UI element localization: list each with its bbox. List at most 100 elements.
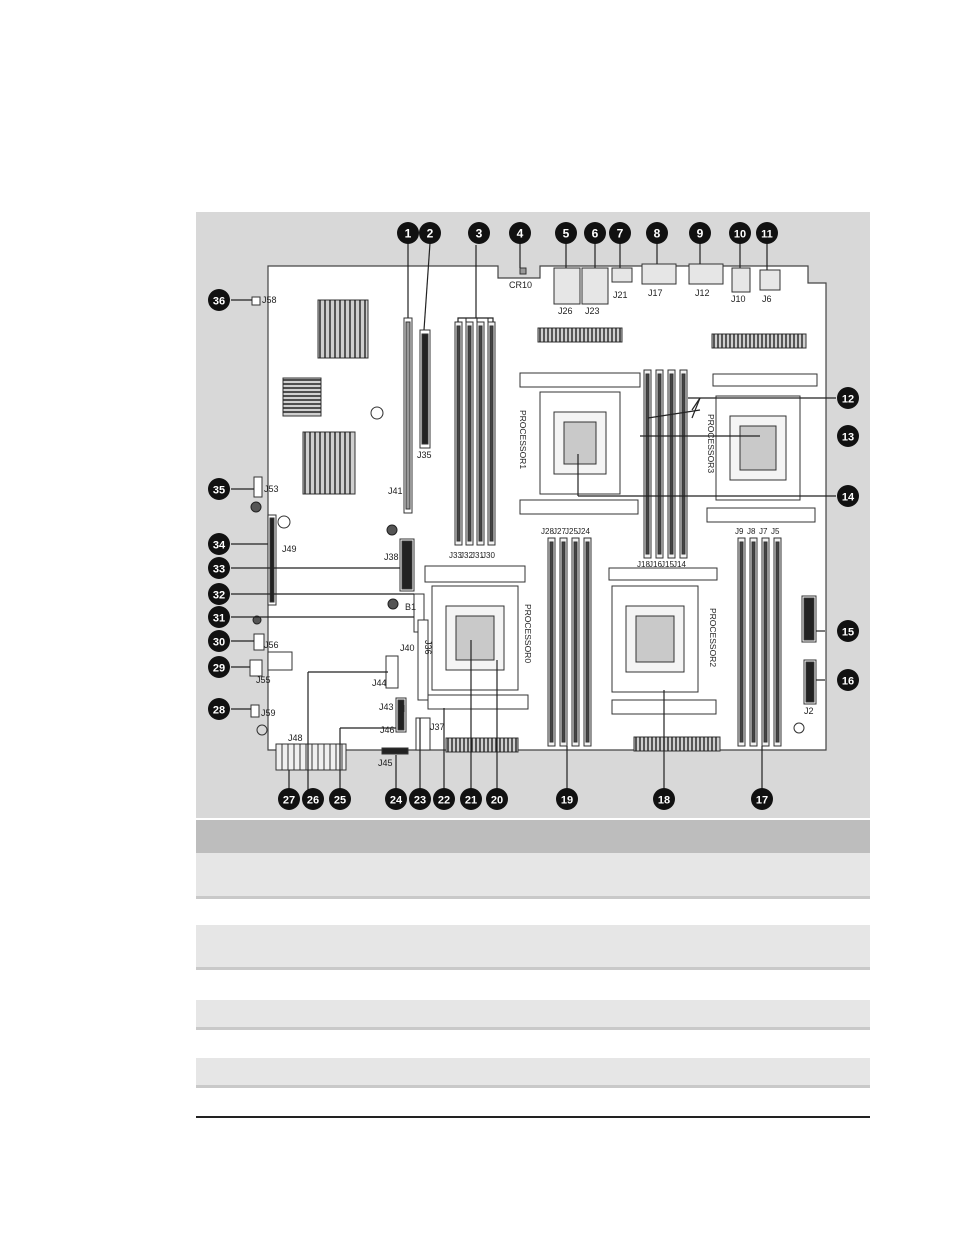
connector-label: J26 — [558, 306, 573, 316]
callout-marker-number: 7 — [617, 227, 624, 241]
connector-label: J33 — [449, 551, 462, 560]
connector-label: J25 — [565, 527, 578, 536]
callout-marker-number: 21 — [465, 795, 477, 807]
processor0-die — [455, 615, 495, 661]
callout-marker-number: 19 — [561, 795, 573, 807]
connector-label: J5 — [771, 527, 780, 536]
connector-label: J28 — [541, 527, 554, 536]
connector-label: J18 — [637, 560, 650, 569]
mount-screw — [256, 724, 268, 736]
callout-marker-number: 30 — [213, 637, 225, 649]
callout-marker-circle — [385, 788, 407, 810]
table-row — [196, 925, 870, 970]
slot-bottom-left — [445, 737, 519, 753]
connector-label: J45 — [378, 758, 393, 768]
callout-marker-circle — [556, 788, 578, 810]
callout-marker-circle — [208, 606, 230, 628]
connector-label: J58 — [262, 295, 277, 305]
dimm-slot-key — [561, 541, 566, 743]
callout-marker-circle — [302, 788, 324, 810]
connector-label: J48 — [288, 733, 303, 743]
callout-marker-number: 17 — [756, 795, 768, 807]
callout-marker-circle — [208, 698, 230, 720]
connector-label: J59 — [261, 708, 276, 718]
callout-marker-number: 29 — [213, 663, 225, 675]
connector-label: J24 — [577, 527, 590, 536]
callout-marker-circle — [729, 222, 751, 244]
standoff — [386, 524, 398, 536]
connector-label: J10 — [731, 294, 746, 304]
callout-marker-number: 18 — [658, 795, 670, 807]
vga-j12 — [688, 263, 724, 285]
connector-label: J6 — [762, 294, 772, 304]
connector-label: J36 — [423, 640, 433, 655]
callout-marker-number: 9 — [697, 227, 704, 241]
callout-marker-circle — [486, 788, 508, 810]
callout-marker-circle — [837, 387, 859, 409]
dimm-slot-key — [467, 325, 472, 542]
callout-marker-number: 16 — [842, 676, 854, 688]
connector-label: J31 — [471, 551, 484, 560]
connector-label: J40 — [400, 643, 415, 653]
callout-marker-circle — [208, 630, 230, 652]
callout-marker-number: 8 — [654, 227, 661, 241]
connector-label: J46 — [380, 725, 395, 735]
header-j53 — [253, 476, 263, 498]
callout-marker-number: 3 — [476, 227, 483, 241]
callout-marker-number: 20 — [491, 795, 503, 807]
callout-marker-number: 10 — [734, 229, 746, 241]
header-j40 — [417, 619, 429, 701]
mount-hole — [277, 515, 291, 529]
callout-marker-number: 6 — [592, 227, 599, 241]
callout-marker-number: 12 — [842, 394, 854, 406]
header-j46-pins — [397, 699, 405, 731]
callout-marker-number: 22 — [438, 795, 450, 807]
connector-label: J27 — [553, 527, 566, 536]
cpu1-clip-bottom — [519, 499, 639, 515]
cpu2-clip-top — [608, 567, 718, 581]
table-row — [196, 1088, 870, 1116]
processor2-die — [635, 615, 675, 663]
slot-bottom-mid — [633, 736, 721, 752]
callout-marker-circle — [208, 289, 230, 311]
dimm-slot-key — [681, 373, 686, 555]
connector-label: B1 — [405, 602, 416, 612]
callout-marker-number: 11 — [761, 229, 773, 241]
io-heatsink — [302, 431, 356, 495]
callout-marker-number: 36 — [213, 296, 225, 308]
connector-label: J49 — [282, 544, 297, 554]
callout-marker-circle — [584, 222, 606, 244]
rj45-j23 — [581, 267, 609, 305]
dimm-slot-key — [763, 541, 768, 743]
callout-marker-circle — [837, 620, 859, 642]
riser-j35-slot — [421, 333, 429, 445]
connector-label: J21 — [613, 290, 628, 300]
slot-j49-key — [269, 517, 275, 603]
connector-label: J32 — [460, 551, 473, 560]
callout-marker-circle — [555, 222, 577, 244]
table-row — [196, 899, 870, 925]
callout-marker-circle — [278, 788, 300, 810]
dimm-slot-key — [739, 541, 744, 743]
standoff — [252, 615, 262, 625]
dimm-slot-key — [657, 373, 662, 555]
callout-marker-circle — [329, 788, 351, 810]
header-j37 — [415, 717, 431, 751]
table-row — [196, 1058, 870, 1088]
connector-label: J14 — [673, 560, 686, 569]
processor-label: PROCESSOR0 — [523, 604, 533, 663]
connector-label: J56 — [264, 640, 279, 650]
callout-marker-circle — [419, 222, 441, 244]
callout-marker-number: 25 — [334, 795, 346, 807]
table-row — [196, 1000, 870, 1030]
header-j58 — [251, 296, 261, 306]
dimm-slot-key — [751, 541, 756, 743]
table-row — [196, 1030, 870, 1058]
connector-label: J1 — [805, 604, 815, 614]
connector-label: J7 — [759, 527, 768, 536]
callout-marker-number: 4 — [517, 227, 524, 241]
